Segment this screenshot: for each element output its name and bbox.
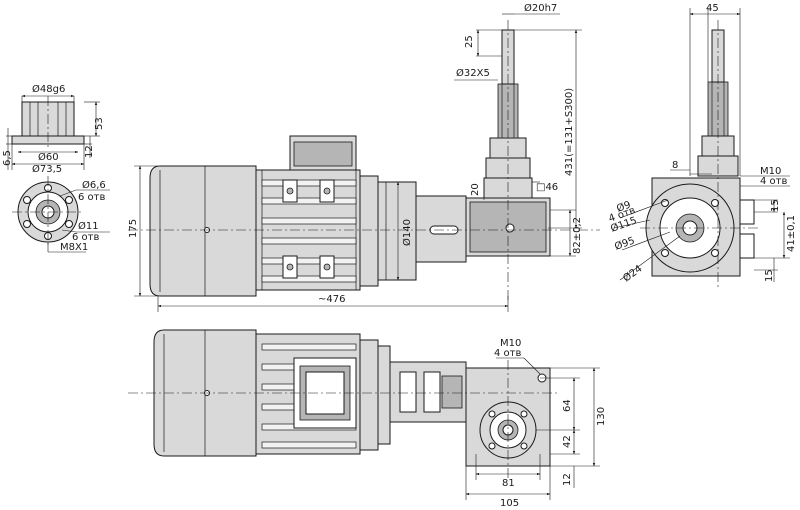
dim-45: 45 — [706, 3, 719, 14]
dim-d32x5: Ø32X5 — [456, 67, 490, 79]
dim-53: 53 — [94, 117, 105, 130]
dim-d60: Ø60 — [38, 151, 59, 163]
dim-130: 130 — [596, 407, 607, 426]
dim-d735: Ø73,5 — [32, 163, 62, 175]
dim-12-plan: 12 — [562, 473, 573, 486]
dim-105: 105 — [500, 498, 519, 509]
dim-d9: Ø9 — [615, 199, 632, 215]
dim-431: 431(=131+S300) — [564, 88, 575, 176]
dim-41: 41±0,1 — [786, 215, 797, 252]
dim-d11: Ø11 — [78, 220, 99, 232]
dim-d48: Ø48g6 — [32, 83, 65, 95]
dim-476: ~476 — [318, 294, 345, 305]
dim-175: 175 — [128, 219, 139, 238]
dim-6otv-a: 6 отв — [78, 192, 105, 203]
dim-8: 8 — [672, 160, 678, 171]
main-elevation-view: 175 Ø140 ~476 20 □46 82±0,2 Ø20h7 25 Ø32… — [128, 2, 600, 312]
dim-64: 64 — [562, 399, 573, 412]
flange-face-view: Ø6,6 6 отв Ø11 6 отв M8X1 — [12, 176, 110, 253]
dim-d95: Ø95 — [613, 234, 636, 252]
dim-6otv-b: 6 отв — [72, 232, 99, 243]
dim-25: 25 — [464, 35, 475, 48]
end-view: 45 8 M10 4 отв Ø9 4 отв Ø115 Ø95 Ø24 15 … — [607, 3, 797, 290]
dim-d140: Ø140 — [401, 219, 413, 246]
dim-m8: M8X1 — [60, 242, 88, 253]
dim-20: 20 — [470, 183, 481, 196]
dim-65: 6,5 — [2, 150, 13, 166]
dim-m10: M10 — [760, 166, 781, 177]
dim-d66: Ø6,6 — [82, 179, 106, 191]
dim-81: 81 — [502, 478, 515, 489]
dim-15b: 15 — [764, 269, 775, 282]
dim-82: 82±0,2 — [572, 217, 583, 254]
flange-side-view: Ø48g6 53 12 Ø60 6,5 Ø73,5 — [2, 83, 105, 175]
dim-sq46: □46 — [536, 182, 558, 193]
plan-view: M10 4 отв 64 130 42 81 105 12 — [128, 329, 607, 509]
dim-m10-plan: M10 — [500, 338, 521, 349]
dim-12: 12 — [84, 145, 95, 158]
dim-15a: 15 — [770, 199, 781, 212]
dim-42: 42 — [562, 435, 573, 448]
dim-4otv-a: 4 отв — [760, 176, 787, 187]
dim-d24: Ø24 — [621, 263, 645, 285]
dim-d20h7: Ø20h7 — [524, 2, 557, 14]
dim-4otv-plan: 4 отв — [494, 348, 521, 359]
